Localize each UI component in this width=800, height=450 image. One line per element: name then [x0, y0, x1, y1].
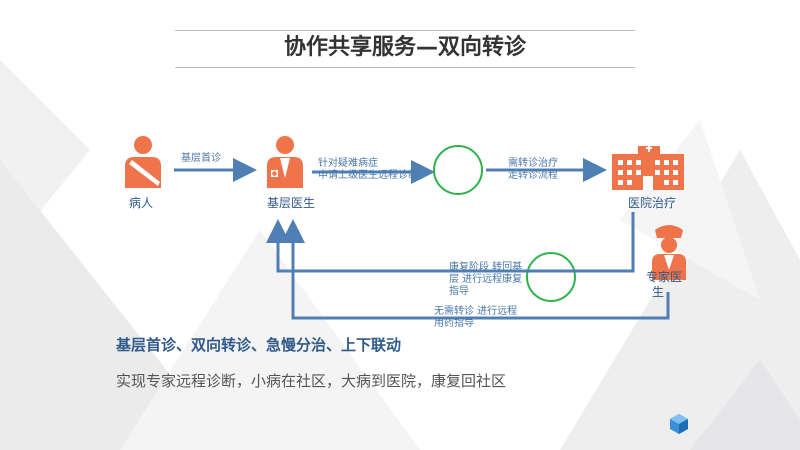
hospital-icon [612, 146, 684, 190]
edge-noref-line2: 用药指导 [434, 318, 474, 329]
description: 实现专家远程诊断，小病在社区，大病到医院，康复回社区 [116, 372, 507, 390]
edge-noref-line1: 无需转诊 进行远程 [434, 306, 518, 317]
title-rule-bottom [175, 67, 635, 68]
node-patient: 病人 [129, 196, 154, 210]
node-expert-line1: 专家医 [646, 270, 683, 284]
edge-referral-line1: 需转诊治疗 [508, 158, 558, 169]
edge-referral-line2: 走转诊流程 [508, 170, 558, 181]
subtitle: 基层首诊、双向转诊、急慢分治、上下联动 [116, 336, 402, 354]
platform-circle-top [433, 145, 483, 195]
edge-request-line2: 申请上级医生远程诊断 [318, 170, 418, 181]
flow-arrows [174, 158, 670, 320]
node-hospital: 医院治疗 [628, 196, 677, 210]
edge-rehab-line2: 层 进行远程康复 [449, 274, 523, 285]
edge-first-visit: 基层首诊 [181, 153, 221, 164]
title-rule-top [175, 30, 635, 31]
node-grassroots-doctor: 基层医生 [267, 196, 316, 210]
logo-icon [670, 414, 688, 434]
patient-icon [125, 136, 161, 188]
edge-request-line1: 针对疑难病症 [318, 158, 378, 169]
edge-rehab-line3: 指导 [449, 286, 469, 297]
doctor-icon [267, 136, 303, 188]
page-title: 协作共享服务—双向转诊 [283, 35, 526, 60]
expert-icon [652, 225, 686, 280]
node-expert-line2: 生 [652, 285, 665, 299]
platform-circle-bottom [526, 252, 576, 302]
edge-rehab-line1: 康复阶段 转回基 [449, 262, 523, 273]
background-shapes [0, 60, 800, 450]
